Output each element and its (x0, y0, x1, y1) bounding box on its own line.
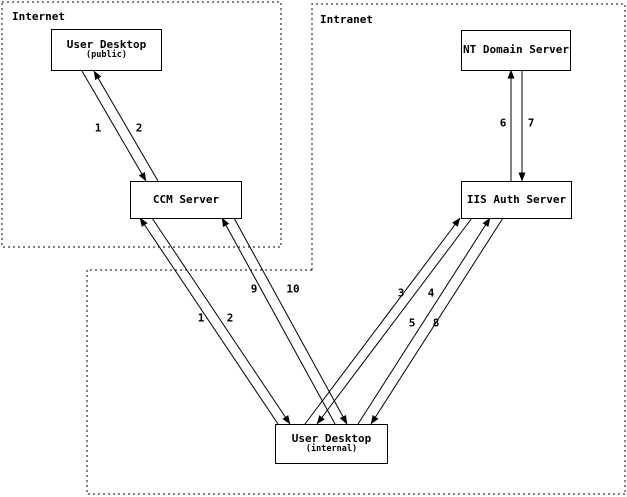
node-title: NT Domain Server (463, 43, 569, 57)
flow-arrow-5-internal-desktop-to-iis (357, 217, 491, 425)
flow-arrow-8-iis-to-internal-desktop (370, 217, 504, 425)
flow-arrow-3-internal-desktop-to-iis (304, 217, 461, 425)
intranet-zone-label: Intranet (320, 13, 373, 26)
internet-zone-label: Internet (12, 10, 65, 23)
flow-arrow-1-public-desktop-to-ccm (81, 70, 147, 182)
flow-arrow-2-ccm-to-public-desktop (93, 70, 159, 182)
node-title: CCM Server (152, 192, 220, 206)
node-nt-domain-server: NT Domain Server (461, 30, 571, 71)
node-title: IIS Auth Server (466, 192, 567, 206)
node-ccm-server: CCM Server (130, 181, 242, 219)
step-label-1-lower: 1 (197, 311, 205, 325)
step-label-2-upper: 2 (135, 121, 143, 135)
step-label-8: 8 (432, 316, 440, 330)
internal-zone-border (86, 269, 625, 495)
internet-zone-border (1, 1, 282, 248)
flow-arrow-10-ccm-to-internal-desktop (233, 217, 348, 425)
step-label-7: 7 (527, 116, 535, 130)
intranet-zone-border (311, 3, 626, 494)
node-user-desktop-public: User Desktop (public) (51, 29, 162, 71)
flow-arrow-9-internal-desktop-to-ccm (221, 217, 336, 425)
step-label-3: 3 (397, 286, 405, 300)
step-label-6: 6 (499, 116, 507, 130)
node-subtitle: (public) (86, 50, 127, 61)
node-title: User Desktop (66, 37, 147, 51)
step-label-1-upper: 1 (94, 121, 102, 135)
node-user-desktop-internal: User Desktop (internal) (275, 424, 388, 464)
node-subtitle: (internal) (305, 444, 358, 455)
node-title: User Desktop (291, 431, 372, 445)
step-label-5: 5 (408, 316, 416, 330)
flow-arrow-2-ccm-to-internal-desktop (151, 217, 291, 425)
step-label-9: 9 (250, 282, 258, 296)
flow-arrow-1-internal-desktop-to-ccm (139, 217, 279, 425)
flow-arrow-4-iis-to-internal-desktop (316, 217, 473, 425)
step-label-10: 10 (286, 282, 300, 296)
node-iis-auth-server: IIS Auth Server (461, 181, 572, 219)
step-label-2-lower: 2 (226, 311, 234, 325)
step-label-4: 4 (427, 286, 435, 300)
